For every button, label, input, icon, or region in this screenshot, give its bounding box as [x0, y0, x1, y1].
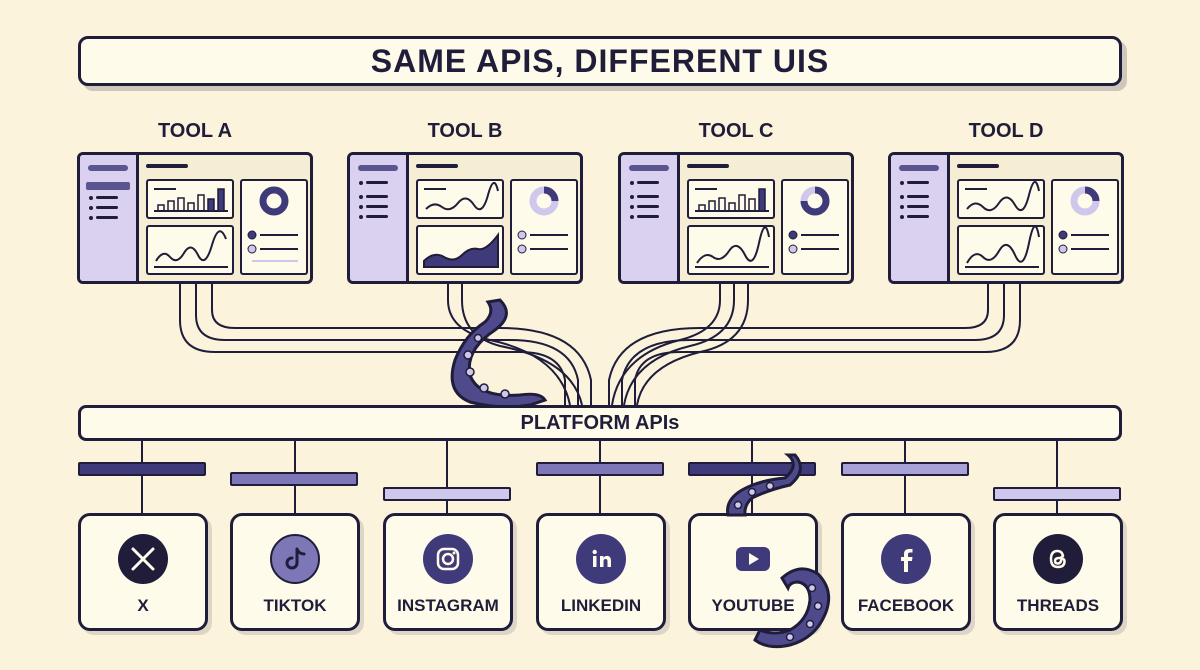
- donut-panel: [240, 179, 308, 275]
- platform-card-youtube[interactable]: YOUTUBE: [688, 513, 818, 631]
- dashboard-sidebar: [80, 155, 139, 281]
- tag-bar: [688, 462, 816, 476]
- platform-name: INSTAGRAM: [397, 596, 499, 615]
- linkedin-logo-icon: [576, 534, 626, 584]
- line-chart-panel: [146, 225, 234, 275]
- platform-card-instagram[interactable]: INSTAGRAM: [383, 513, 513, 631]
- platform-name: X: [137, 596, 149, 615]
- platform-card-facebook[interactable]: FACEBOOK: [841, 513, 971, 631]
- tool-b-label: TOOL B: [427, 120, 503, 142]
- platform-card-tiktok[interactable]: TIKTOK: [230, 513, 360, 631]
- title-banner: SAME APIS, DIFFERENT UIS: [78, 36, 1122, 86]
- tool-a-label: TOOL A: [157, 120, 233, 142]
- tag-bar: [78, 462, 206, 476]
- donut-panel: [510, 179, 578, 275]
- threads-logo-icon: [1033, 534, 1083, 584]
- tag-bar: [993, 487, 1121, 501]
- platform-apis-label: PLATFORM APIs: [520, 411, 680, 434]
- facebook-logo-icon: [881, 534, 931, 584]
- line-chart-panel: [416, 179, 504, 219]
- platform-name: FACEBOOK: [857, 596, 955, 615]
- tool-c-label: TOOL C: [698, 120, 774, 142]
- line-chart-panel: [687, 225, 775, 275]
- tool-d-dashboard: [888, 152, 1124, 284]
- area-chart-panel: [416, 225, 504, 275]
- dashboard-sidebar: [350, 155, 409, 281]
- line-chart-panel: [957, 179, 1045, 219]
- donut-panel: [781, 179, 849, 275]
- tiktok-logo-icon: [270, 534, 320, 584]
- tag-bar: [536, 462, 664, 476]
- platform-name: LINKEDIN: [560, 596, 642, 615]
- api-pipes: [179, 284, 1021, 406]
- page-title: SAME APIS, DIFFERENT UIS: [370, 42, 830, 79]
- platform-name: TIKTOK: [263, 596, 327, 615]
- youtube-logo-icon: [728, 534, 778, 584]
- tag-bar: [841, 462, 969, 476]
- hierarchy-lines: [141, 441, 1058, 513]
- x-logo-icon: [118, 534, 168, 584]
- platform-apis-bar: PLATFORM APIs: [78, 405, 1122, 441]
- platform-name: THREADS: [1016, 596, 1100, 615]
- platform-card-threads[interactable]: THREADS: [993, 513, 1123, 631]
- dashboard-sidebar: [891, 155, 950, 281]
- tool-c-dashboard: [618, 152, 854, 284]
- bar-chart-panel: [687, 179, 775, 219]
- platform-card-linkedin[interactable]: LINKEDIN: [536, 513, 666, 631]
- tool-a-dashboard: [77, 152, 313, 284]
- tool-b-dashboard: [347, 152, 583, 284]
- line-chart-panel-2: [957, 225, 1045, 275]
- tool-d-label: TOOL D: [968, 120, 1044, 142]
- dashboard-sidebar: [621, 155, 680, 281]
- platform-card-x[interactable]: X: [78, 513, 208, 631]
- instagram-logo-icon: [423, 534, 473, 584]
- bar-chart-panel: [146, 179, 234, 219]
- donut-panel: [1051, 179, 1119, 275]
- tag-bar: [383, 487, 511, 501]
- tag-bar: [230, 472, 358, 486]
- platform-name: YOUTUBE: [711, 596, 795, 615]
